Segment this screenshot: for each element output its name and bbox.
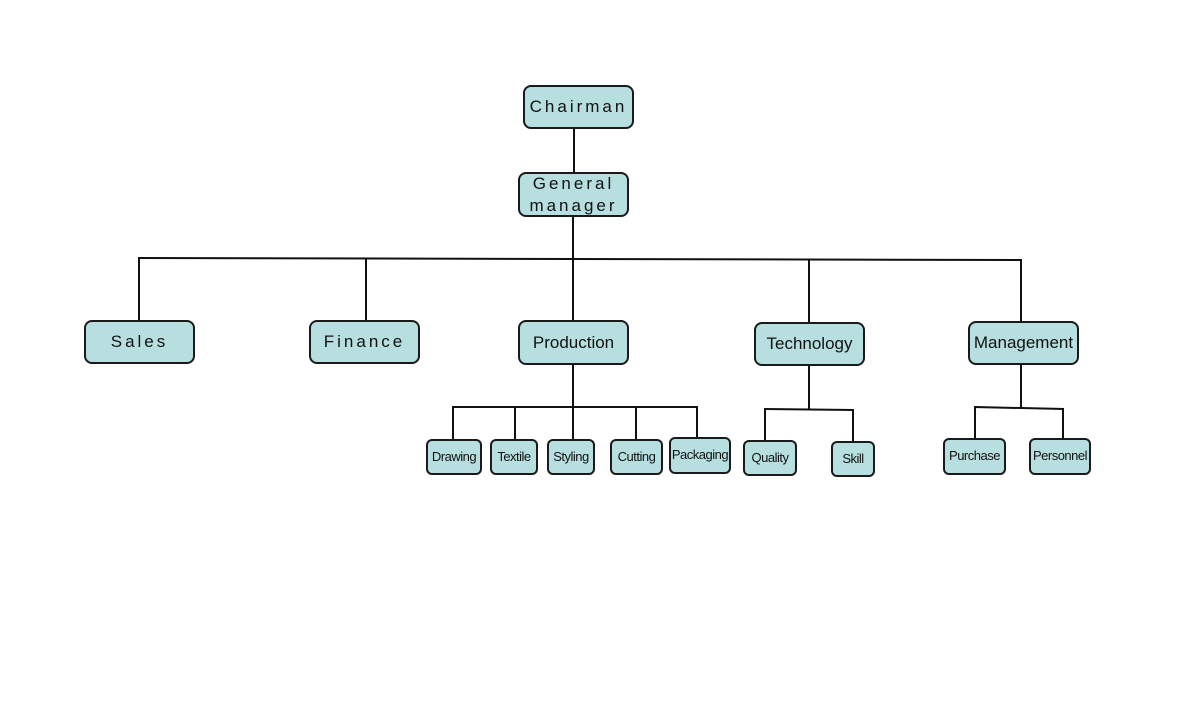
node-personnel-label: Personnel [1032,448,1088,464]
node-general-manager-label-line2: manager [529,195,618,215]
node-drawing-label: Drawing [431,448,477,464]
node-styling: Styling [547,439,595,475]
node-production: Production [518,320,629,365]
node-general-manager-label-line1: General [532,174,615,194]
node-personnel: Personnel [1029,438,1091,475]
connector-department-bus [137,256,1023,262]
node-textile-label: Textile [497,448,531,464]
node-management-label: Management [973,333,1074,353]
node-technology-label: Technology [766,334,853,354]
connector-management-bus [973,405,1065,411]
node-styling-label: Styling [553,448,589,464]
node-cutting: Cutting [610,439,663,475]
node-packaging-label: Packaging [671,447,729,463]
node-chairman: Chairman [523,85,634,129]
node-purchase: Purchase [943,438,1006,475]
node-drawing: Drawing [426,439,482,475]
node-textile: Textile [490,439,538,475]
node-chairman-label: Chairman [529,97,628,117]
node-finance-label: Finance [323,332,406,352]
node-sales-label: Sales [110,332,169,352]
node-finance: Finance [309,320,420,364]
node-quality: Quality [743,440,797,476]
connector-technology-bus [763,407,855,412]
node-purchase-label: Purchase [949,448,1000,464]
node-management: Management [968,321,1079,365]
node-cutting-label: Cutting [617,448,656,464]
node-skill: Skill [831,441,875,477]
node-technology: Technology [754,322,865,366]
node-skill-label: Skill [842,450,864,466]
node-production-label: Production [532,332,615,352]
node-sales: Sales [84,320,195,364]
node-packaging: Packaging [669,437,731,474]
node-general-manager: General manager [518,172,629,217]
node-quality-label: Quality [751,449,789,465]
